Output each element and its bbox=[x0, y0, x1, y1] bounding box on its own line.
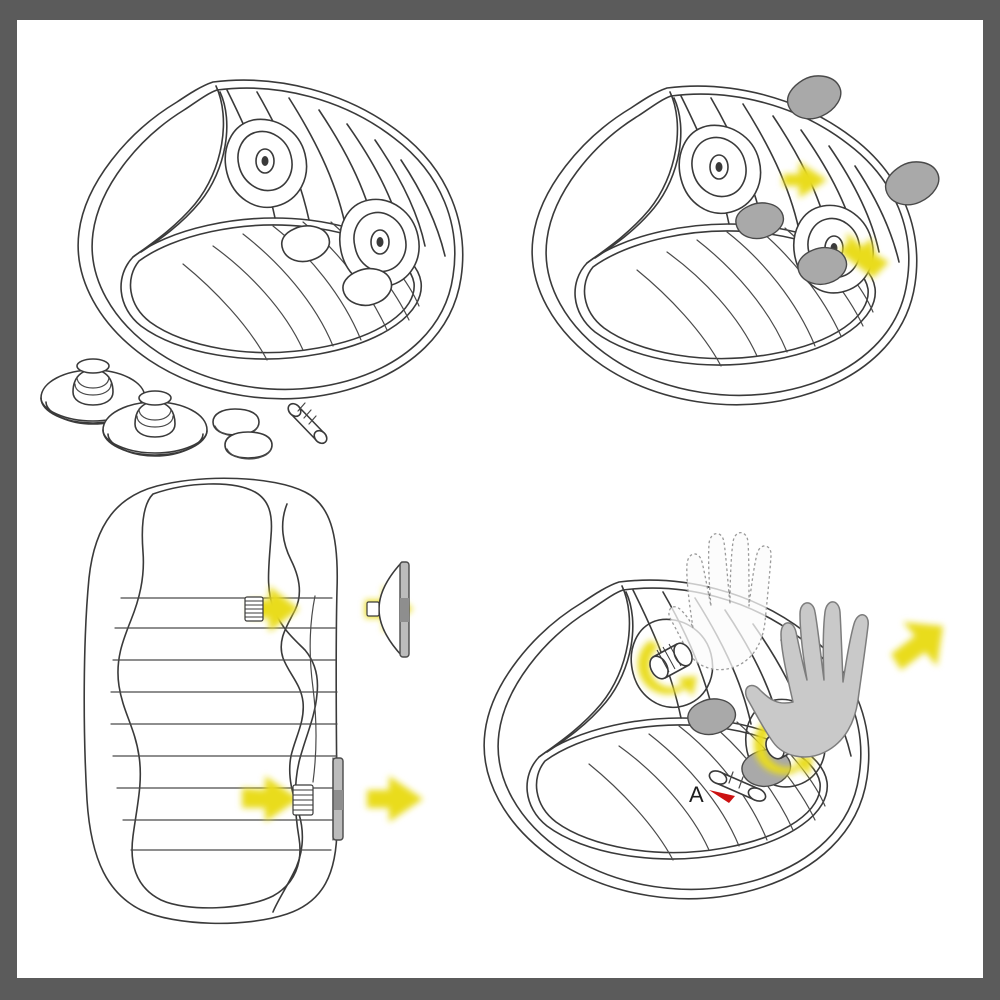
knob-body-1 bbox=[649, 642, 693, 680]
rotate-arrow-2 bbox=[753, 720, 813, 776]
lower-mount-group bbox=[242, 757, 423, 841]
socket-upper bbox=[244, 596, 264, 622]
push-arrow-upper bbox=[783, 162, 827, 198]
grey-pad-top bbox=[786, 75, 842, 120]
grey-pads-group bbox=[735, 75, 940, 286]
grey-pad-mid bbox=[735, 202, 784, 240]
tub-shell bbox=[77, 79, 464, 400]
panel-bottom-right-drawing: A bbox=[483, 531, 943, 900]
socket-lower bbox=[292, 784, 314, 816]
suction-cup-2 bbox=[102, 390, 208, 457]
suction-cup-profile-lower bbox=[332, 757, 344, 841]
pull-arrow bbox=[891, 622, 943, 670]
grey-pad-mid bbox=[687, 698, 736, 736]
tub-shell bbox=[531, 85, 918, 406]
panel-bottom-left-drawing bbox=[83, 477, 423, 925]
grey-pad-right bbox=[884, 161, 940, 206]
slot-lower bbox=[342, 267, 393, 307]
rotate-arrow-1 bbox=[637, 640, 697, 696]
cylindrical-pin bbox=[287, 402, 328, 445]
slot-upper bbox=[280, 225, 331, 263]
panel-bottom-right: A bbox=[483, 480, 983, 930]
part-a-group: A bbox=[689, 770, 767, 807]
illustration-sheet: A bbox=[17, 20, 983, 978]
oval-pad-2 bbox=[224, 431, 273, 460]
insert-arrow-upper-left bbox=[249, 586, 299, 632]
headrest-boss-left bbox=[678, 124, 762, 215]
panel-top-left bbox=[17, 20, 517, 490]
arrow-group bbox=[783, 162, 889, 278]
label-a: A bbox=[689, 782, 704, 807]
loose-parts-group bbox=[40, 358, 328, 460]
panel-top-left-drawing bbox=[40, 79, 464, 460]
push-arrow-lower bbox=[839, 234, 889, 278]
suction-cup-profile-upper bbox=[366, 561, 410, 658]
locking-knob-1 bbox=[637, 640, 697, 696]
grey-pad-low bbox=[797, 246, 848, 286]
insert-arrow-lower-left bbox=[242, 776, 299, 822]
tub-underside bbox=[83, 477, 339, 925]
red-pointer-arrow bbox=[709, 790, 735, 803]
panel-top-right bbox=[497, 40, 983, 440]
cylindrical-pin bbox=[708, 770, 767, 802]
headrest-boss-left bbox=[224, 118, 308, 209]
panel-bottom-left bbox=[37, 470, 467, 930]
hand-solid bbox=[744, 601, 869, 758]
panel-top-right-drawing bbox=[531, 75, 940, 406]
insert-arrow-lower-right bbox=[367, 776, 423, 822]
upper-mount-group bbox=[244, 561, 413, 658]
